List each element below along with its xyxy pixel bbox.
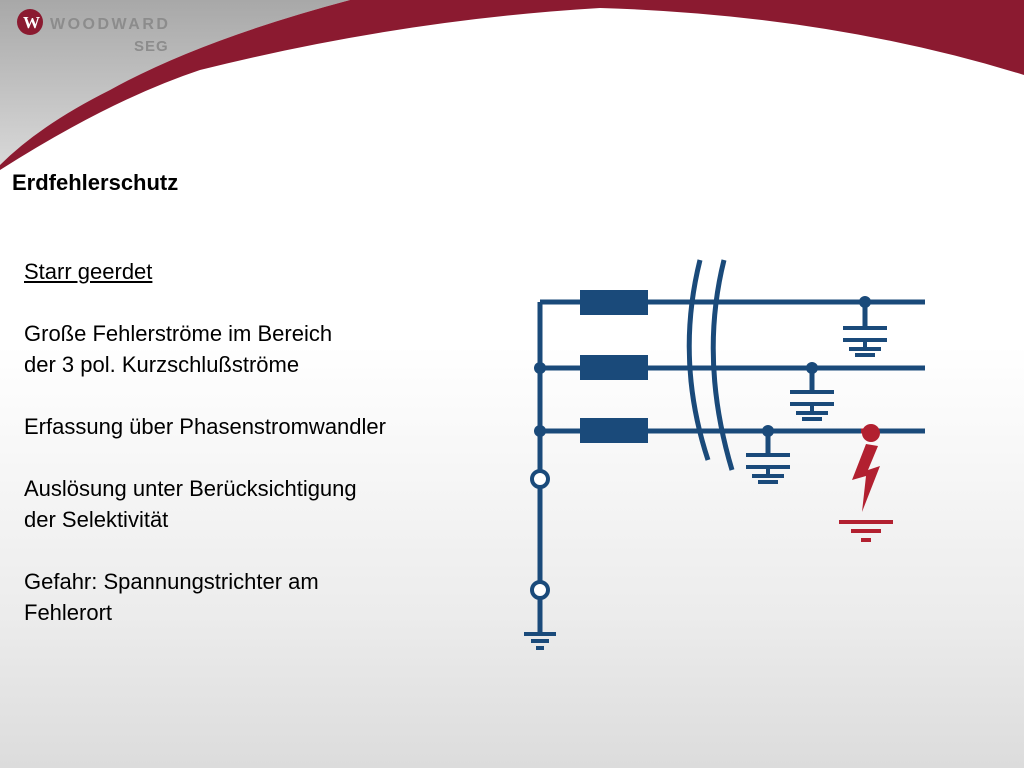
paragraph-line: Auslösung unter Berücksichtigung bbox=[24, 476, 357, 501]
junction-dot bbox=[762, 425, 774, 437]
capacitor-earth-1 bbox=[843, 326, 887, 357]
paragraph-line: Gefahr: Spannungstrichter am bbox=[24, 569, 319, 594]
paragraph-1: Große Fehlerströme im Bereich der 3 pol.… bbox=[24, 318, 464, 380]
paragraph-2: Erfassung über Phasenstromwandler bbox=[24, 411, 464, 442]
paragraph-line: Fehlerort bbox=[24, 600, 113, 625]
capacitor-earth-3 bbox=[746, 453, 790, 484]
header-red-swoosh bbox=[0, 0, 1024, 170]
paragraph-4: Gefahr: Spannungstrichter am Fehlerort bbox=[24, 566, 464, 628]
paragraph-line: Erfassung über Phasenstromwandler bbox=[24, 414, 386, 439]
terminal-open-circle bbox=[530, 580, 550, 600]
current-transformer-3 bbox=[580, 418, 648, 443]
woodward-w-emblem-icon bbox=[17, 9, 43, 35]
paragraph-line: der Selektivität bbox=[24, 507, 169, 532]
earth-fault-circuit-diagram bbox=[524, 259, 925, 650]
fault-indicator bbox=[839, 424, 893, 542]
svg-text:W: W bbox=[23, 13, 40, 32]
body-text: Starr geerdet Große Fehlerströme im Bere… bbox=[24, 256, 464, 659]
junction-dot bbox=[534, 425, 546, 437]
paragraph-3: Auslösung unter Berücksichtigung der Sel… bbox=[24, 473, 464, 535]
slide-title: Erdfehlerschutz bbox=[12, 170, 179, 195]
neutral-earth-symbol bbox=[524, 632, 556, 650]
line-break-symbol bbox=[710, 259, 735, 471]
line-break-symbol bbox=[686, 259, 711, 461]
terminal-open-circle bbox=[530, 469, 550, 489]
junction-dot bbox=[806, 362, 818, 374]
junction-dot bbox=[859, 296, 871, 308]
sub-brand-name: SEG bbox=[134, 38, 169, 55]
paragraph-line: der 3 pol. Kurzschlußströme bbox=[24, 352, 300, 377]
capacitor-earth-2 bbox=[790, 390, 834, 421]
current-transformer-2 bbox=[580, 355, 648, 380]
brand-name: WOODWARD bbox=[50, 16, 170, 33]
current-transformer-1 bbox=[580, 290, 648, 315]
woodward-seg-logo: W WOODWARD SEG bbox=[17, 9, 170, 55]
junction-dot bbox=[534, 362, 546, 374]
header-gray-swoosh bbox=[0, 0, 350, 165]
paragraph-line: Große Fehlerströme im Bereich bbox=[24, 321, 333, 346]
lightning-bolt-icon bbox=[852, 444, 880, 512]
fault-point-dot bbox=[862, 424, 880, 442]
subheading: Starr geerdet bbox=[24, 259, 153, 284]
header-banner bbox=[0, 0, 1024, 178]
